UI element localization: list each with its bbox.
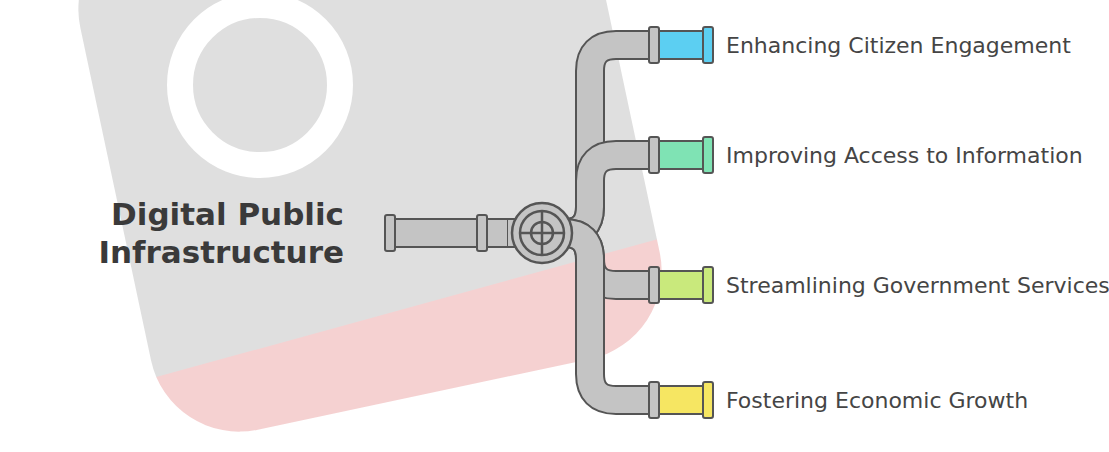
valve-wheel	[512, 203, 572, 263]
outlet-label: Enhancing Citizen Engagement	[726, 32, 1109, 59]
diagram-title: Digital Public Infrastructure	[94, 195, 344, 271]
pipe-inlet	[384, 212, 508, 254]
pipe-outlet	[648, 24, 714, 66]
outlet-label: Fostering Economic Growth	[726, 387, 1109, 414]
outlet-pipe: Enhancing Citizen Engagement	[648, 24, 1109, 66]
outlet-pipe: Fostering Economic Growth	[648, 379, 1109, 421]
outlet-pipe: Streamlining Government Services	[648, 264, 1109, 306]
outlet-label: Streamlining Government Services	[726, 272, 1109, 299]
outlet-pipe: Improving Access to Information	[648, 134, 1109, 176]
pipe-outlet	[648, 379, 714, 421]
source-pipe: Digital Public Infrastructure	[94, 195, 508, 271]
outlet-label: Improving Access to Information	[726, 142, 1109, 169]
pipe-outlet	[648, 264, 714, 306]
pipe-outlet	[648, 134, 714, 176]
